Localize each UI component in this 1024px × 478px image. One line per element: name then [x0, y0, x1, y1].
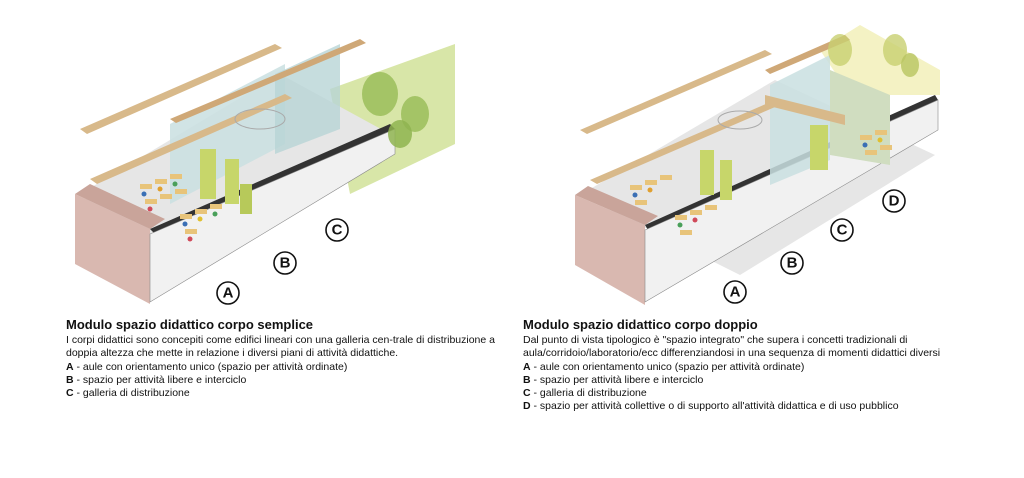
classroom-chairs [141, 181, 218, 242]
legend-list: A - aule con orientamento unico (spazio … [66, 361, 506, 400]
end-wall [75, 194, 150, 304]
tree-icon [828, 34, 919, 77]
wooden-beam [80, 44, 282, 134]
caption-description: Dal punto di vista tipologico è "spazio … [523, 334, 941, 359]
caption-title: Modulo spazio didattico corpo semplice [66, 317, 314, 332]
svg-text:B: B [787, 255, 798, 272]
wooden-beam [580, 50, 772, 134]
legend-item: A - aule con orientamento unico (spazio … [66, 361, 348, 373]
front-wall [149, 128, 396, 303]
tree-icon [362, 72, 429, 148]
single-body-module-illustration: A B C [60, 34, 460, 309]
glass-partition [170, 64, 285, 204]
classroom-chairs [632, 137, 883, 228]
green-panel [720, 160, 732, 200]
green-panel [200, 149, 216, 199]
legend-item: B - spazio per attività libere e interci… [523, 374, 704, 386]
legend-item: D - spazio per attività collettive o di … [523, 400, 899, 412]
wooden-beam [765, 95, 845, 125]
label-D: D [882, 189, 906, 213]
caption-description: I corpi didattici sono concepiti come ed… [66, 334, 495, 359]
double-body-module-illustration: A B C D [560, 10, 950, 310]
svg-text:A: A [223, 285, 234, 302]
round-table [234, 108, 286, 130]
svg-text:D: D [889, 193, 900, 210]
upper-volume [830, 70, 890, 165]
svg-text:C: C [837, 222, 848, 239]
green-panel [700, 150, 714, 195]
legend-item: C - galleria di distribuzione [66, 387, 190, 399]
round-table [717, 110, 763, 130]
wooden-beam [90, 94, 292, 184]
legend-item: B - spazio per attività libere e interci… [66, 374, 247, 386]
wooden-beam [590, 100, 782, 184]
classroom-desks [140, 174, 222, 234]
end-wall [575, 195, 645, 305]
end-wall-top [75, 184, 165, 229]
svg-text:A: A [730, 284, 741, 301]
svg-text:C: C [332, 222, 343, 239]
label-B: B [780, 251, 804, 275]
legend-item: A - aule con orientamento unico (spazio … [523, 361, 805, 373]
wooden-beam [170, 39, 366, 123]
svg-text:B: B [280, 255, 291, 272]
green-panel [810, 125, 828, 170]
label-B: B [273, 251, 297, 275]
caption-single-body: Modulo spazio didattico corpo semplice I… [66, 317, 506, 400]
label-A: A [216, 281, 240, 305]
green-panel [225, 159, 239, 204]
end-wall-top [575, 186, 658, 225]
green-panel [240, 184, 252, 214]
legend-item: C - galleria di distribuzione [523, 387, 647, 399]
legend-list: A - aule con orientamento unico (spazio … [523, 361, 963, 413]
caption-double-body: Modulo spazio didattico corpo doppio Dal… [523, 317, 963, 413]
caption-title: Modulo spazio didattico corpo doppio [523, 317, 758, 332]
classroom-desks [630, 130, 892, 235]
label-C: C [830, 218, 854, 242]
label-A: A [723, 280, 747, 304]
label-C: C [325, 218, 349, 242]
